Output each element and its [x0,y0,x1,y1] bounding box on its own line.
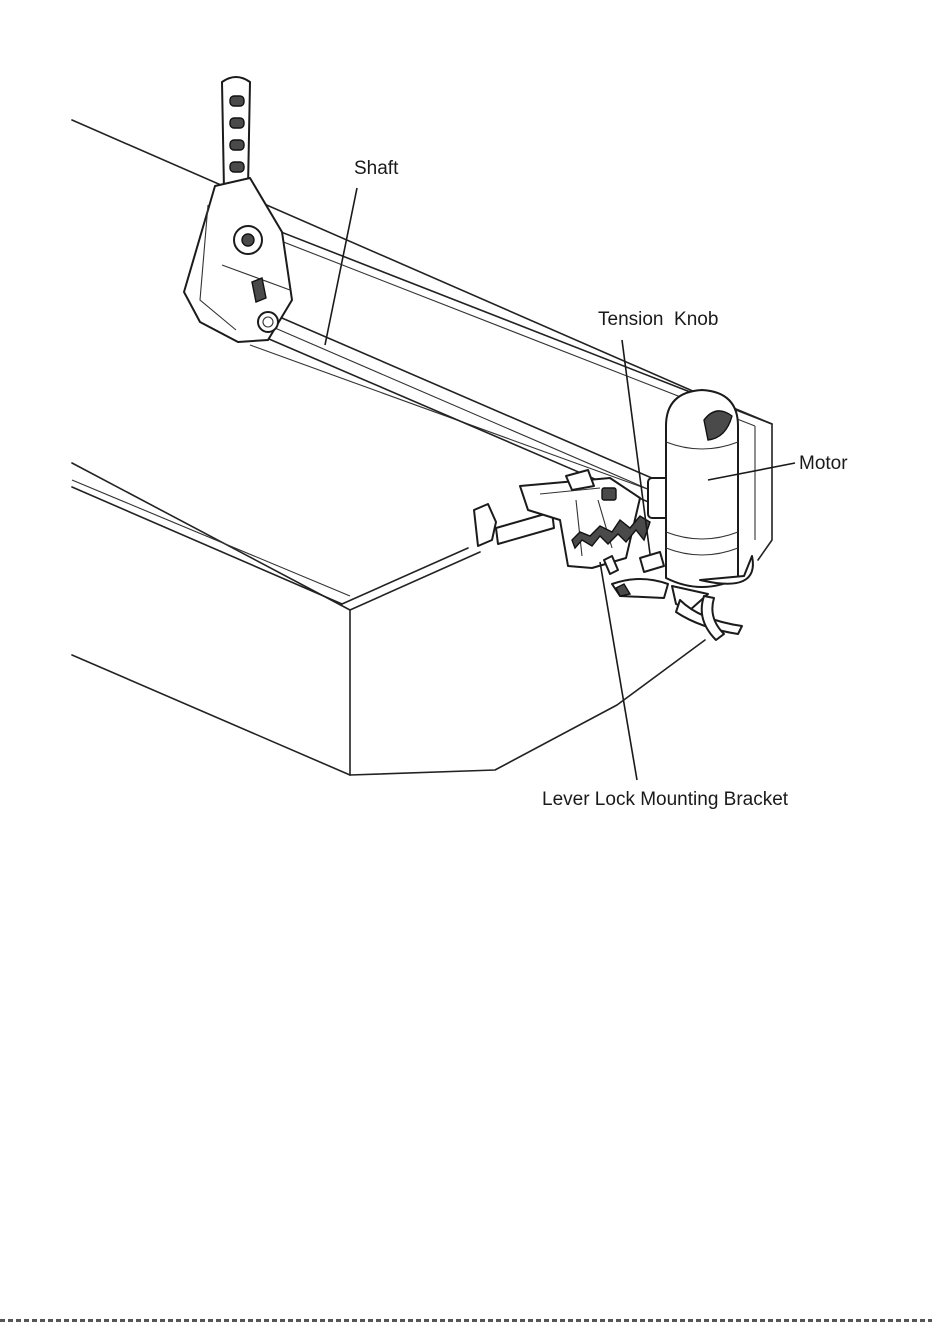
page-bottom-edge [0,1319,932,1322]
motor-label: Motor [799,453,848,474]
shaft-leader-line [325,188,357,345]
motor [648,390,753,640]
lever-lock-mounting-bracket [474,470,650,574]
shaft-label: Shaft [354,158,399,179]
bracket-label: Lever Lock Mounting Bracket [542,789,789,810]
tension-knob-label: Tension Knob [598,309,718,330]
